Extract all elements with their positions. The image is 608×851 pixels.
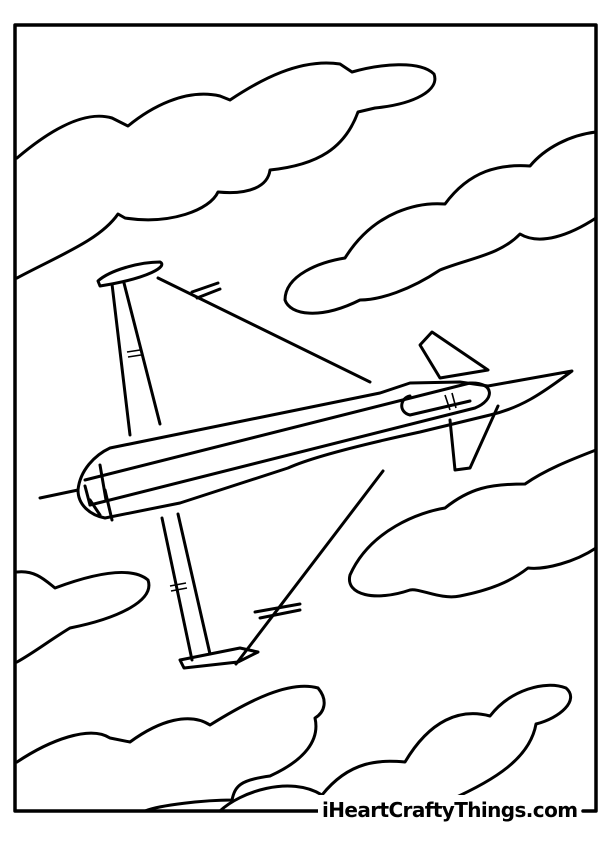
cloud-right-upper (283, 130, 598, 315)
cloud-left-middle (15, 570, 151, 664)
cloud-right-middle (348, 448, 598, 599)
fighter-jet (38, 260, 574, 670)
cloud-bottom-left (15, 684, 326, 813)
cloud-top (15, 61, 437, 280)
page-frame (13, 23, 598, 813)
cloud-bottom-right (218, 683, 573, 813)
site-watermark: iHeartCraftyThings.com (318, 795, 582, 825)
